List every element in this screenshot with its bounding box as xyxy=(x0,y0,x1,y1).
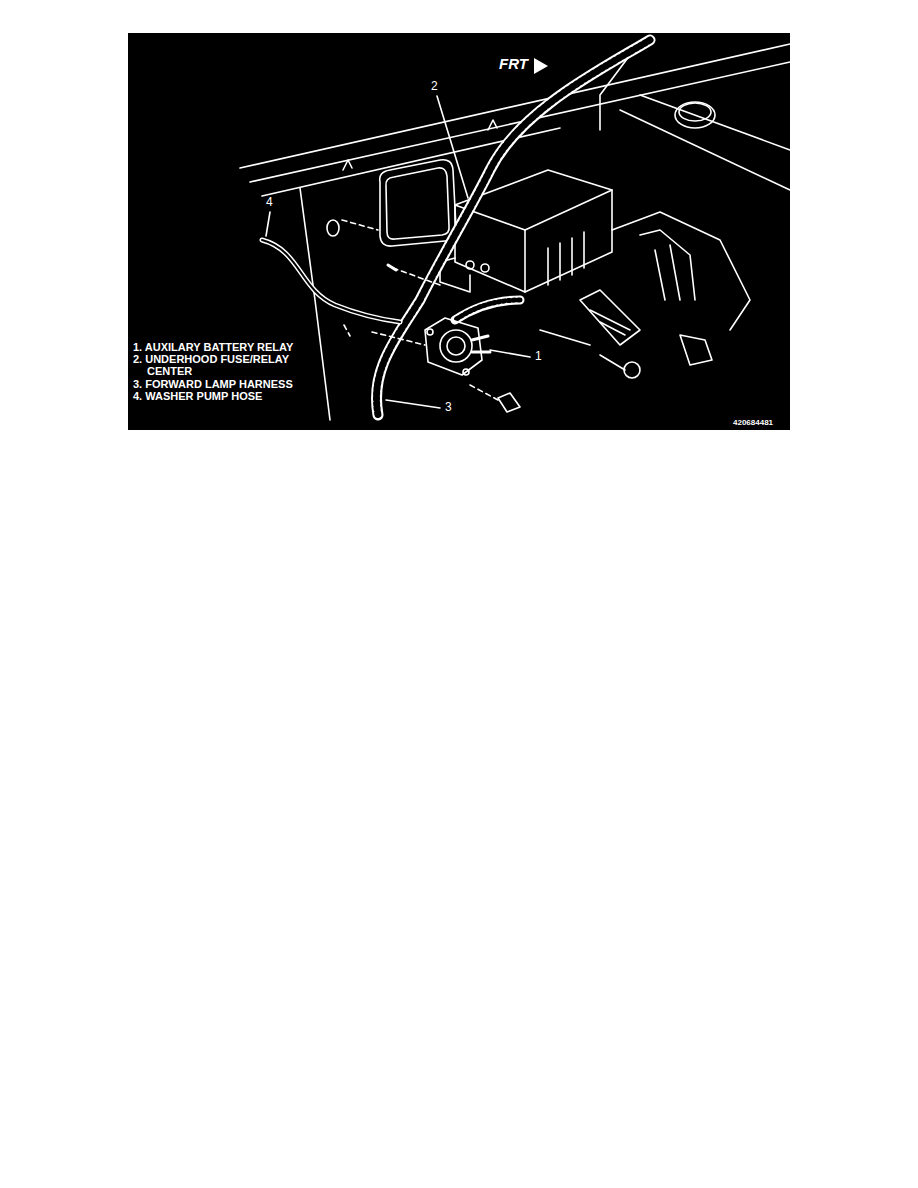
front-indicator: FRT xyxy=(499,58,528,70)
leader-line xyxy=(266,212,270,236)
inner-fender xyxy=(300,188,330,420)
panel-opening xyxy=(386,168,449,239)
figure-code: 420684481 xyxy=(733,417,773,429)
black-panel xyxy=(128,33,790,430)
callout-number: 2 xyxy=(431,80,438,92)
legend-item: 1. AUXILARY BATTERY RELAY xyxy=(133,341,293,353)
bolt-hole xyxy=(427,329,433,335)
relay-cap xyxy=(447,337,465,355)
alignment-line xyxy=(393,268,440,285)
connector-block xyxy=(580,290,640,345)
bolt-head xyxy=(481,264,489,272)
engine-line xyxy=(540,330,625,370)
harness-branch xyxy=(455,300,520,320)
callout-number: 3 xyxy=(445,401,452,413)
alignment-line xyxy=(342,220,378,336)
legend-item: 4. WASHER PUMP HOSE xyxy=(133,390,262,402)
connector-block xyxy=(640,230,695,300)
cowl-mark xyxy=(488,120,497,130)
fuse-box-slots xyxy=(548,232,584,285)
callout-number: 1 xyxy=(535,350,542,362)
sensor xyxy=(624,362,640,378)
relay-body xyxy=(440,330,472,362)
cowl-line xyxy=(240,44,790,168)
bolt-hole xyxy=(463,369,469,375)
relay-stud xyxy=(472,336,490,352)
leader-line xyxy=(386,400,440,408)
fuse-box-front xyxy=(525,190,612,292)
harness-ribs xyxy=(376,40,650,415)
alignment-line xyxy=(470,385,498,400)
panel-opening xyxy=(380,160,456,246)
mounting-bolt xyxy=(498,393,520,412)
screw xyxy=(388,265,396,270)
washer-hose xyxy=(262,240,400,322)
fender-edge xyxy=(640,95,790,150)
legend-item: 3. FORWARD LAMP HARNESS xyxy=(133,378,293,390)
leader-line xyxy=(490,350,530,357)
bolt-head xyxy=(466,261,474,269)
washer-hose-core xyxy=(262,240,400,322)
engine-part xyxy=(612,212,750,330)
lamp-harness xyxy=(376,40,650,415)
reservoir-cap xyxy=(675,102,715,128)
legend-item: 2. UNDERHOOD FUSE/RELAY CENTER xyxy=(133,353,323,377)
relay-bracket xyxy=(425,318,482,375)
cowl-mark xyxy=(343,160,352,170)
sensor xyxy=(680,335,712,365)
fender-edge xyxy=(620,110,790,190)
callout-number: 4 xyxy=(266,196,273,208)
alignment-line xyxy=(372,332,425,345)
leader-line xyxy=(437,96,468,198)
connector-block xyxy=(590,310,630,335)
front-arrow xyxy=(534,58,548,74)
panel-hole xyxy=(327,220,339,236)
harness-ribs xyxy=(455,300,520,320)
reservoir-cap xyxy=(679,103,711,121)
